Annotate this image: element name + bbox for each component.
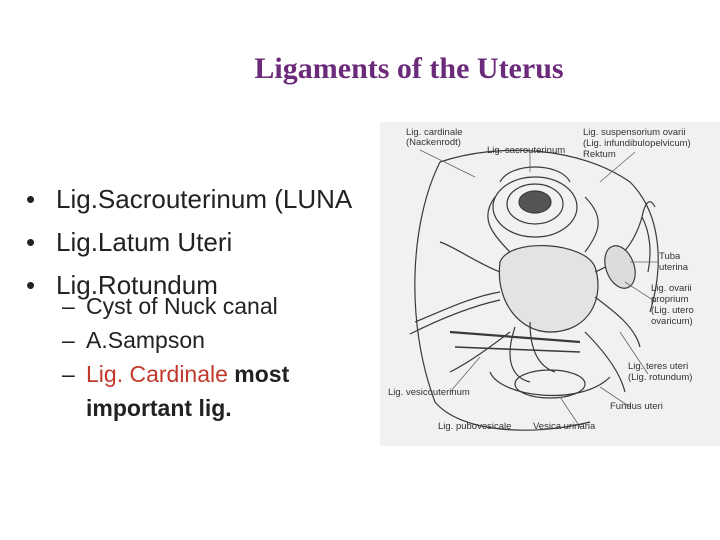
bullet-dot-icon: •	[26, 270, 36, 300]
dash-icon: –	[62, 293, 75, 319]
ovary-shape	[604, 245, 636, 289]
dash-icon: –	[62, 361, 75, 387]
rectum-shape	[492, 176, 578, 238]
slide-title: Ligaments of the Uterus	[254, 52, 564, 85]
label-ovaricum: ovaricum)	[651, 316, 693, 327]
label-sacrouterinum: Lig. sacrouterinum	[487, 145, 566, 156]
uterus-ligaments-drawing	[409, 149, 659, 431]
emphasis-text: most important lig.	[86, 361, 290, 421]
label-pubovesicale: Lig. pubovesicale	[438, 421, 512, 432]
label-vesica: Vesica urinaria	[533, 421, 596, 432]
label-suspensorium-alt: (Lig. infundibulopelvicum)	[583, 138, 691, 149]
anatomical-illustration: Lig. cardinale (Nackenrodt) Lig. sacrout…	[380, 122, 720, 446]
sub-bullet-item: –Cyst of Nuck canal	[62, 289, 312, 323]
dash-icon: –	[62, 327, 75, 353]
sub-bullet-list: –Cyst of Nuck canal –A.Sampson –Lig. Car…	[62, 289, 312, 425]
label-fundus: Fundus uteri	[610, 401, 663, 412]
bullet-list: •Lig.Sacrouterinum (LUNA •Lig.Latum Uter…	[26, 178, 352, 307]
label-ovarii: Lig. ovarii	[651, 283, 692, 294]
bullet-dot-icon: •	[26, 227, 36, 257]
label-vesicouterinum: Lig. vesicouterinum	[388, 387, 470, 398]
bullet-item: •Lig.Latum Uteri	[26, 221, 352, 264]
label-cardinale: Lig. cardinale	[406, 127, 463, 138]
sub-bullet-item: –Lig. Cardinale most important lig.	[62, 357, 312, 425]
label-rotundum: (Lig. rotundum)	[628, 372, 693, 383]
uterus-shape	[498, 245, 599, 333]
label-teres: Lig. teres uteri	[628, 361, 689, 372]
highlight-term: Lig. Cardinale	[86, 361, 228, 387]
bullet-item: •Lig.Sacrouterinum (LUNA	[26, 178, 352, 221]
label-rektum: Rektum	[583, 149, 616, 160]
label-suspensorium: Lig. suspensorium ovarii	[583, 127, 686, 138]
label-utero: (Lig. utero	[651, 305, 694, 316]
bullet-dot-icon: •	[26, 184, 36, 214]
bullet-item: •Lig.Rotundum	[26, 264, 352, 307]
pelvic-outline	[414, 161, 591, 431]
label-tuba: Tuba	[659, 251, 681, 262]
label-tuba-uterina: uterina	[659, 262, 689, 273]
sub-bullet-item: –A.Sampson	[62, 323, 312, 357]
label-ovarii-proprium: proprium	[651, 294, 689, 305]
label-cardinale-alt: (Nackenrodt)	[406, 137, 461, 148]
bladder-shape	[489, 371, 611, 397]
